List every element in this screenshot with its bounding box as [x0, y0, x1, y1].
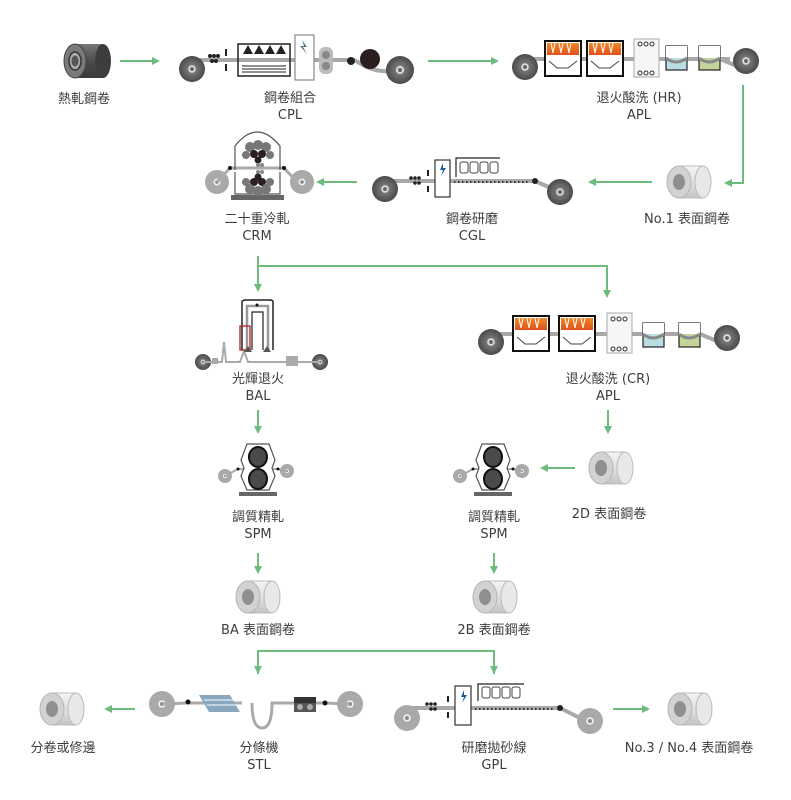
node-name: 鋼卷研磨 — [445, 212, 499, 227]
bal-furnace-icon — [195, 299, 328, 370]
node-name: 分卷或修邊 — [30, 741, 96, 756]
node-name: 鋼卷組合 — [263, 91, 317, 106]
node-name: 分條機 — [239, 741, 279, 756]
node-code: GPL — [481, 758, 507, 773]
node-name: 二十重冷軋 — [224, 212, 290, 227]
node-code: SPM — [480, 527, 508, 542]
arrow-ba-2b-merge — [257, 650, 495, 674]
node-name: 熱軋鋼卷 — [57, 92, 111, 107]
node-name: 退火酸洗 (HR) — [596, 91, 682, 106]
node-spm-right: 調質精軋 SPM — [468, 509, 520, 543]
2b-coil-icon — [472, 580, 518, 614]
node-name: 2B 表面鋼卷 — [457, 623, 531, 638]
node-cgl: 鋼卷研磨 CGL — [446, 211, 498, 245]
cgl-line-icon — [372, 157, 573, 205]
node-no3-no4-coil: No.3 / No.4 表面鋼卷 — [625, 740, 753, 757]
gpl-line-icon — [394, 683, 603, 734]
cpl-line-icon — [179, 34, 414, 84]
node-name: 研磨拋砂線 — [461, 741, 527, 756]
arrow-crm-to-apl-cr — [258, 265, 611, 298]
node-code: APL — [596, 389, 620, 404]
node-bal: 光輝退火 BAL — [232, 371, 284, 405]
node-name: No.1 表面鋼卷 — [644, 212, 730, 227]
spm-left-mill-icon — [218, 443, 294, 496]
no3-no4-coil-icon — [667, 692, 713, 726]
node-coil-2b: 2B 表面鋼卷 — [457, 622, 530, 639]
flow-arrows — [104, 57, 744, 713]
node-hot-rolled-coil: 熱軋鋼卷 — [58, 91, 110, 108]
2d-coil-icon — [588, 451, 634, 485]
node-name: 退火酸洗 (CR) — [565, 372, 651, 387]
node-code: CRM — [242, 229, 272, 244]
node-coil-ba: BA 表面鋼卷 — [221, 622, 295, 639]
node-code: BAL — [245, 389, 271, 404]
node-apl-cr: 退火酸洗 (CR) APL — [566, 371, 650, 405]
node-code: STL — [247, 758, 271, 773]
node-name: 調質精軋 — [467, 510, 521, 525]
node-code: CGL — [458, 229, 486, 244]
node-apl-hr: 退火酸洗 (HR) APL — [596, 90, 681, 124]
node-slit-trim: 分卷或修邊 — [30, 740, 95, 757]
node-name: 2D 表面鋼卷 — [571, 507, 647, 522]
apl-cr-line-icon — [478, 312, 740, 355]
node-gpl: 研磨拋砂線 GPL — [461, 740, 526, 774]
spm-right-mill-icon — [453, 443, 529, 496]
node-coil-2d: 2D 表面鋼卷 — [572, 506, 646, 523]
node-cpl: 鋼卷組合 CPL — [264, 90, 316, 124]
node-code: SPM — [244, 527, 272, 542]
node-code: APL — [627, 108, 651, 123]
node-no1-coil: No.1 表面鋼卷 — [644, 211, 730, 228]
stl-slitter-icon — [149, 691, 363, 730]
node-name: 光輝退火 — [231, 372, 285, 387]
node-name: BA 表面鋼卷 — [221, 623, 295, 638]
node-spm-left: 調質精軋 SPM — [232, 509, 284, 543]
node-crm: 二十重冷軋 CRM — [224, 211, 289, 245]
ba-coil-icon — [235, 580, 281, 614]
node-name: 調質精軋 — [231, 510, 285, 525]
crm-mill-icon — [205, 131, 314, 200]
slit-trim-coil-icon — [39, 692, 85, 726]
apl-hr-line-icon — [512, 38, 759, 80]
node-name: No.3 / No.4 表面鋼卷 — [624, 741, 754, 756]
node-code: CPL — [277, 108, 303, 123]
node-stl: 分條機 STL — [239, 740, 278, 774]
arrow-apl-hr-to-no1 — [724, 85, 744, 187]
no1-coil-icon — [666, 165, 712, 199]
hot-rolled-coil-icon — [63, 43, 111, 79]
